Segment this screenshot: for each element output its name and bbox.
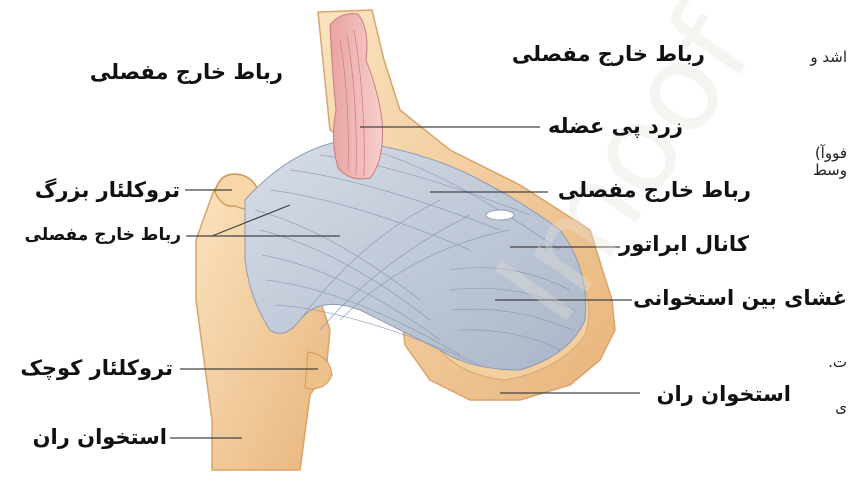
side-text-3: وسط — [813, 163, 847, 178]
label-greater-trochanter: تروکلئار بزرگ — [35, 180, 180, 201]
side-text-2: فووآ) — [815, 146, 847, 161]
side-text-1: اشد و — [810, 50, 847, 65]
label-obturator-canal: کانال ابراتور — [619, 234, 749, 255]
label-femur-left: استخوان ران — [33, 427, 167, 448]
label-tendon: زرد پی عضله — [548, 116, 683, 137]
label-ligament-right-middle: رباط خارج مفصلی — [558, 180, 751, 201]
label-ligament-left-middle: رباط خارج مفصلی — [25, 227, 181, 244]
side-text-4: ت. — [828, 355, 847, 370]
label-ligament-top-right: رباط خارج مفصلی — [512, 44, 705, 65]
label-interosseous-membrane: غشای بین استخوانی — [633, 288, 847, 309]
label-ligament-top-left: رباط خارج مفصلی — [90, 62, 283, 83]
side-text-5: ی — [835, 400, 847, 415]
label-lesser-trochanter: تروکلئار کوچک — [20, 358, 173, 379]
label-femur-right: استخوان ران — [657, 384, 791, 405]
